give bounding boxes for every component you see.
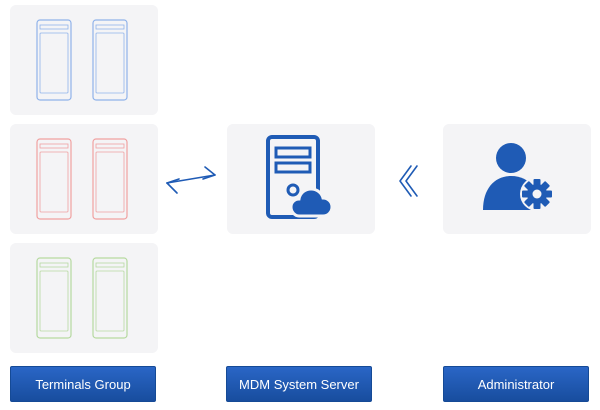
terminals-group-label: Terminals Group: [10, 366, 156, 402]
admin-gear-icon: [481, 138, 557, 214]
terminal-tile-red: [10, 124, 158, 234]
terminal-tile-green: [10, 243, 158, 353]
double-chevron-left-icon: [397, 164, 419, 198]
terminal-tile-blue: [10, 5, 158, 115]
pos-terminal-icon: [36, 138, 72, 220]
pos-terminal-icon: [36, 257, 72, 339]
pos-terminal-icon: [92, 19, 128, 101]
server-tile: [227, 124, 375, 234]
administrator-label: Administrator: [443, 366, 589, 402]
mdm-server-label: MDM System Server: [226, 366, 372, 402]
bidirectional-arrow-icon: [163, 165, 219, 195]
server-cloud-icon: [265, 134, 345, 224]
pos-terminal-icon: [36, 19, 72, 101]
admin-tile: [443, 124, 591, 234]
pos-terminal-icon: [92, 138, 128, 220]
pos-terminal-icon: [92, 257, 128, 339]
